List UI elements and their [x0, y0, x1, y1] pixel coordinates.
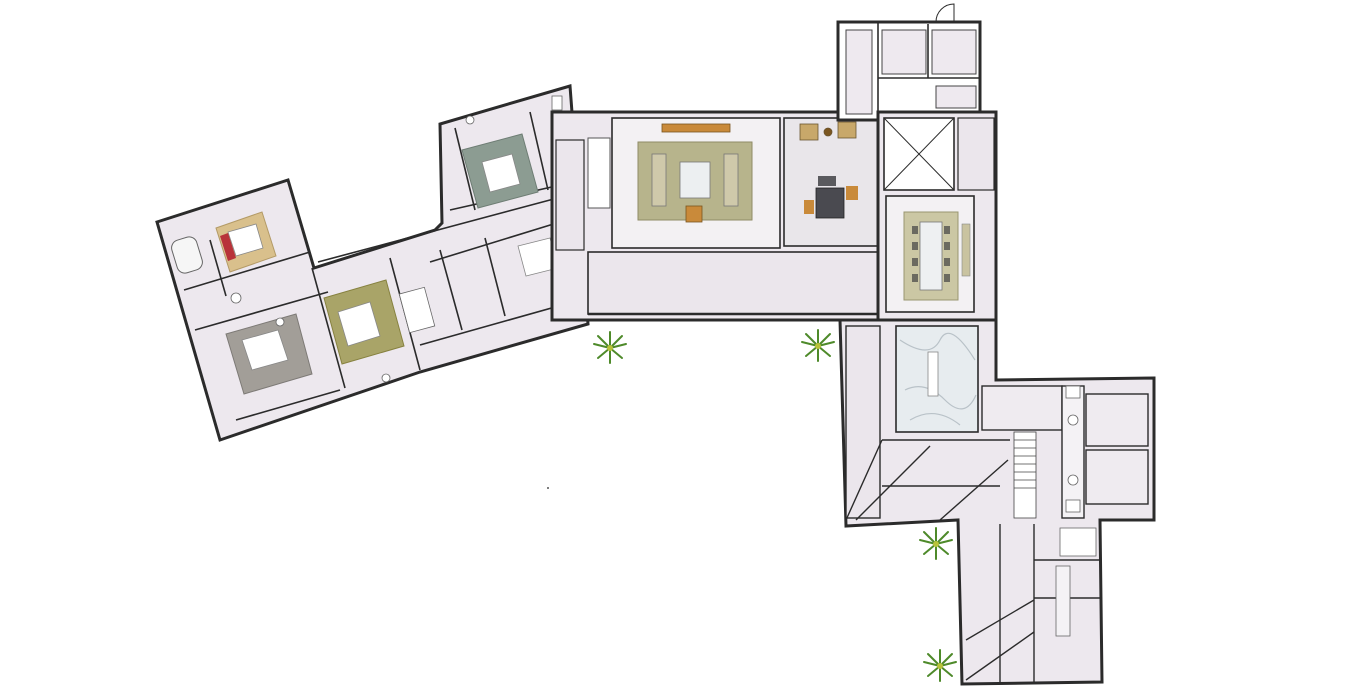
pantry: [845, 325, 881, 519]
kitchen-island: [927, 351, 939, 397]
south-east-wing: [838, 318, 1156, 686]
sofa-icon: [651, 153, 667, 207]
palm-plant-icon: [801, 329, 835, 362]
east-rooms: [981, 385, 1149, 519]
door-swing-icon: [935, 3, 955, 23]
dining-table-icon: [919, 221, 943, 291]
palm-plant-icon: [593, 331, 627, 364]
side-room: [957, 117, 995, 191]
stair-icon: [587, 137, 611, 209]
east-dining-wing: [876, 110, 998, 322]
storage-room: [881, 29, 927, 75]
palm-plant-icon: [923, 649, 957, 682]
sofa-icon: [723, 153, 739, 207]
marble-veins: [899, 332, 977, 426]
bathroom-fixtures: [1065, 385, 1081, 513]
coffee-table-marble: [679, 161, 711, 199]
ramp-lines: [845, 439, 1010, 521]
bed-icon: [227, 223, 264, 257]
sideboard: [961, 223, 971, 277]
bed-icon: [241, 329, 289, 371]
bathtub-icon: [171, 236, 203, 274]
palm-plant-icon: [919, 527, 953, 560]
wc-room: [931, 29, 977, 75]
utility-room: [845, 29, 873, 115]
bed-headboard: [220, 233, 236, 261]
north-service-tower: [836, 3, 982, 122]
vanity: [935, 85, 977, 109]
entry-corridor: [555, 139, 585, 251]
armchair-icon: [685, 205, 703, 223]
central-living-wing: [550, 110, 884, 322]
bathroom-fixtures: [230, 95, 563, 383]
game-table-icon: [804, 176, 858, 219]
stair-icon: [1013, 431, 1037, 519]
fireplace-bench: [661, 123, 731, 133]
stray-dot: [547, 487, 549, 489]
bed-icon: [481, 153, 521, 193]
bed-icon: [337, 301, 381, 347]
corridor-counter: [1055, 565, 1071, 637]
west-bedroom-wing: [155, 84, 590, 442]
shower: [1059, 527, 1097, 557]
gallery-hall: [587, 251, 881, 315]
armchair-icon: [799, 121, 857, 141]
dining-chairs: [912, 226, 950, 282]
